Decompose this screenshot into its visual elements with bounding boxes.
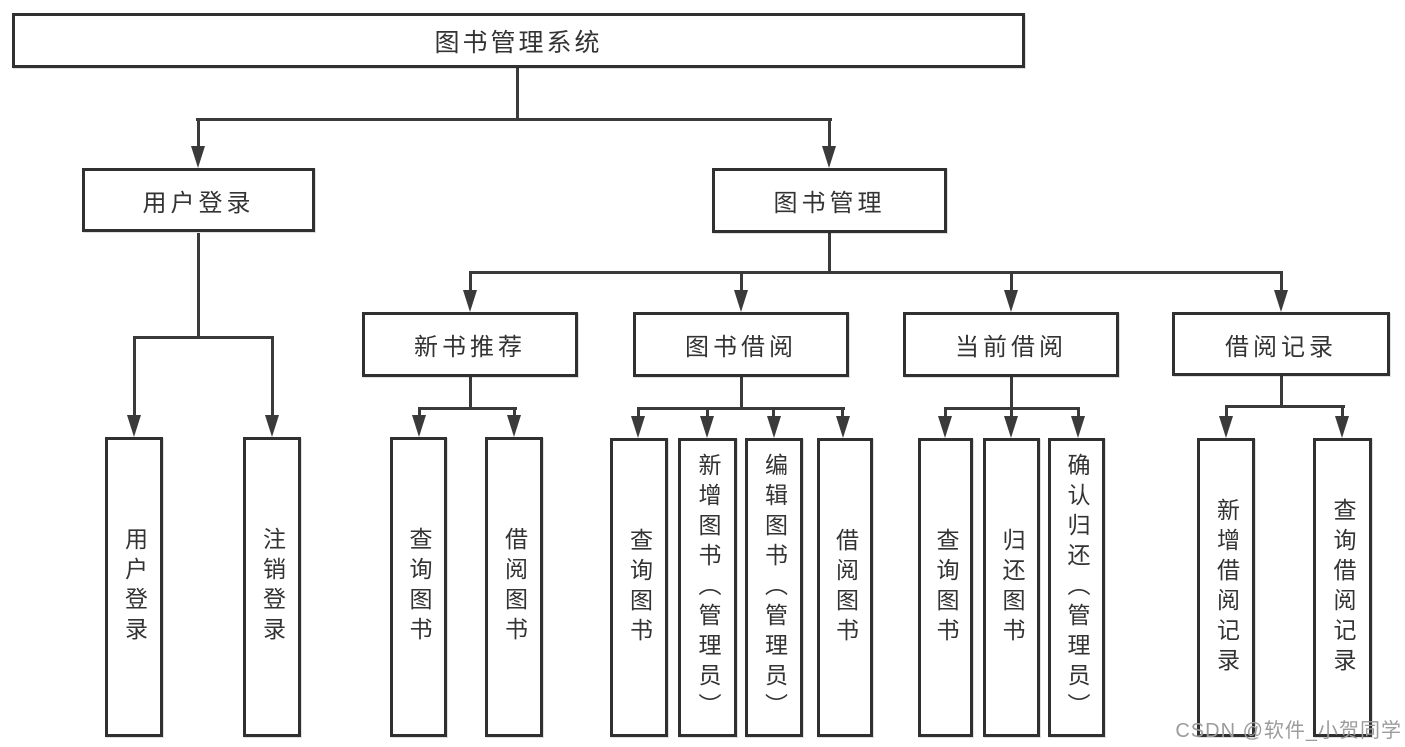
leaf-query-books: 查询图书 bbox=[610, 438, 668, 737]
connector-line bbox=[1280, 375, 1283, 408]
connector-line bbox=[197, 233, 200, 339]
connector-line bbox=[1225, 405, 1228, 418]
node-label: 借阅图书 bbox=[501, 527, 528, 647]
node-label: 归还图书 bbox=[999, 527, 1025, 648]
connector-line bbox=[1225, 405, 1345, 408]
arrow-down-icon bbox=[463, 290, 477, 312]
node-label: 新书推荐 bbox=[414, 334, 526, 361]
node-label: 图书管理 bbox=[773, 190, 886, 217]
node-library-management-system: 图书管理系统 bbox=[12, 13, 1025, 68]
connector-line bbox=[1280, 271, 1283, 294]
leaf-user-login: 用户登录 bbox=[105, 437, 163, 737]
leaf-add-books-admin: 新增图书（管理员） bbox=[678, 438, 737, 737]
connector-line bbox=[828, 118, 831, 150]
leaf-borrow-books: 借阅图书 bbox=[485, 437, 543, 737]
arrow-down-icon bbox=[507, 415, 521, 437]
arrow-down-icon bbox=[412, 415, 426, 437]
arrow-down-icon bbox=[191, 146, 205, 168]
node-borrow-records: 借阅记录 bbox=[1172, 312, 1390, 376]
leaf-query-books: 查询图书 bbox=[390, 437, 447, 737]
connector-line bbox=[1010, 407, 1013, 420]
leaf-return-books: 归还图书 bbox=[983, 438, 1040, 737]
node-label: 图书管理系统 bbox=[434, 28, 603, 57]
node-new-book-recommend: 新书推荐 bbox=[362, 312, 578, 377]
node-label: 确认归还（管理员） bbox=[1064, 452, 1090, 723]
node-label: 当前借阅 bbox=[955, 334, 1067, 361]
connector-line bbox=[772, 407, 775, 420]
node-label: 借阅记录 bbox=[1225, 333, 1337, 361]
connector-line bbox=[418, 407, 421, 419]
leaf-confirm-return-admin: 确认归还（管理员） bbox=[1048, 438, 1105, 737]
arrow-down-icon bbox=[127, 415, 141, 437]
arrow-down-icon bbox=[631, 416, 645, 438]
node-label: 查询图书 bbox=[933, 527, 959, 648]
node-label: 新增图书（管理员） bbox=[695, 452, 721, 723]
node-label: 查询借阅记录 bbox=[1330, 497, 1356, 678]
connector-line bbox=[469, 377, 472, 410]
node-label: 用户登录 bbox=[121, 527, 148, 647]
connector-line bbox=[469, 271, 472, 294]
csdn-watermark: CSDN @软件_小贺同学 bbox=[1175, 720, 1402, 742]
node-label: 查询图书 bbox=[406, 527, 432, 647]
arrow-down-icon bbox=[734, 290, 748, 312]
node-label: 图书借阅 bbox=[685, 334, 797, 361]
node-user-login: 用户登录 bbox=[82, 168, 315, 232]
node-current-borrow: 当前借阅 bbox=[903, 312, 1119, 377]
connector-line bbox=[271, 336, 274, 419]
connector-line bbox=[637, 407, 640, 420]
node-label: 编辑图书（管理员） bbox=[761, 452, 788, 723]
connector-line bbox=[133, 336, 274, 339]
leaf-borrow-books: 借阅图书 bbox=[817, 438, 873, 737]
node-book-borrow: 图书借阅 bbox=[633, 312, 849, 377]
arrow-down-icon bbox=[1004, 416, 1018, 438]
node-label: 用户登录 bbox=[142, 189, 255, 217]
leaf-add-borrow-record: 新增借阅记录 bbox=[1197, 438, 1255, 737]
node-label: 注销登录 bbox=[259, 527, 286, 647]
arrow-down-icon bbox=[938, 416, 952, 438]
connector-line bbox=[418, 407, 517, 410]
connector-line bbox=[706, 407, 709, 420]
connector-line bbox=[197, 118, 200, 150]
connector-line bbox=[841, 407, 844, 420]
connector-line bbox=[1341, 405, 1344, 418]
arrow-down-icon bbox=[1335, 416, 1349, 438]
node-label: 查询图书 bbox=[626, 527, 653, 648]
arrow-down-icon bbox=[265, 415, 279, 437]
connector-line bbox=[133, 336, 136, 419]
connector-line bbox=[1077, 407, 1080, 420]
arrow-down-icon bbox=[836, 416, 850, 438]
arrow-down-icon bbox=[822, 146, 836, 168]
connector-line bbox=[637, 407, 845, 410]
connector-line bbox=[1010, 271, 1013, 294]
leaf-query-borrow-record: 查询借阅记录 bbox=[1313, 438, 1372, 737]
connector-line bbox=[196, 118, 832, 121]
node-label: 借阅图书 bbox=[832, 527, 859, 648]
connector-line bbox=[740, 271, 743, 294]
connector-line bbox=[469, 271, 1283, 274]
connector-line bbox=[516, 68, 519, 121]
node-label: 新增借阅记录 bbox=[1213, 497, 1240, 678]
arrow-down-icon bbox=[1071, 416, 1085, 438]
leaf-query-books: 查询图书 bbox=[918, 438, 973, 737]
node-book-management: 图书管理 bbox=[712, 168, 947, 233]
arrow-down-icon bbox=[767, 416, 781, 438]
leaf-edit-books-admin: 编辑图书（管理员） bbox=[745, 438, 803, 737]
arrow-down-icon bbox=[1004, 290, 1018, 312]
connector-line bbox=[828, 233, 831, 274]
arrow-down-icon bbox=[1219, 416, 1233, 438]
connector-line bbox=[1010, 377, 1013, 410]
arrow-down-icon bbox=[1274, 290, 1288, 312]
arrow-down-icon bbox=[700, 416, 714, 438]
connector-line bbox=[513, 407, 516, 419]
connector-line bbox=[740, 377, 743, 410]
leaf-logout: 注销登录 bbox=[243, 437, 301, 737]
connector-line bbox=[944, 407, 947, 420]
